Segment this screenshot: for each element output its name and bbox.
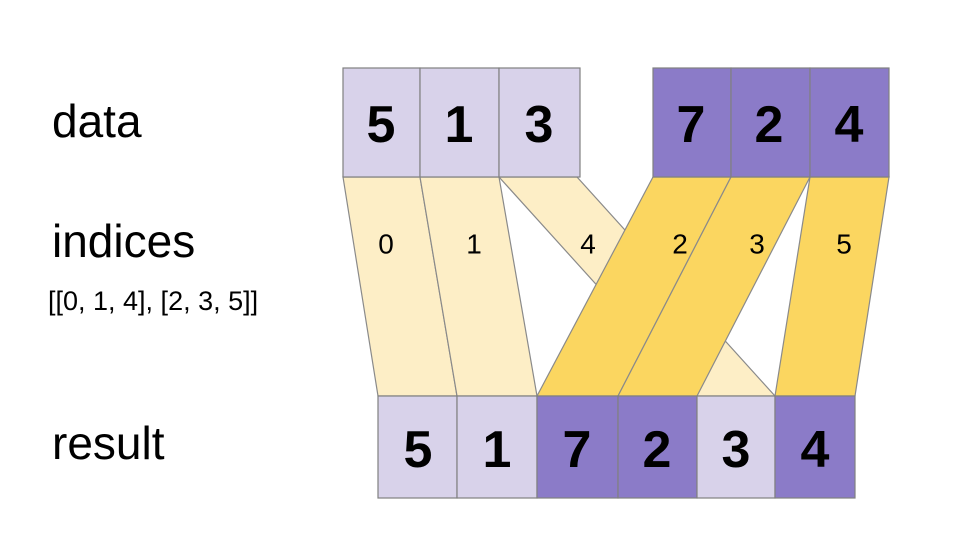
data-cell-value: 5 <box>367 96 396 154</box>
data-cell-1[interactable] <box>419 67 500 178</box>
result-cell-5[interactable] <box>774 395 856 499</box>
result-cell-4[interactable] <box>696 395 776 499</box>
index-label: 0 <box>378 229 394 260</box>
data-cell-5[interactable] <box>809 67 890 178</box>
index-label: 2 <box>672 229 688 260</box>
indices-value-text: [[0, 1, 4], [2, 3, 5]] <box>48 286 259 316</box>
result-cell-value: 1 <box>483 421 512 479</box>
data-cell-value: 2 <box>755 96 784 154</box>
index-labels: 0 1 4 2 3 5 <box>378 229 852 260</box>
index-label: 3 <box>749 229 765 260</box>
result-cell-value: 4 <box>801 421 830 479</box>
data-cell-value: 7 <box>677 96 706 154</box>
result-cell-value: 2 <box>643 421 672 479</box>
index-label: 5 <box>836 229 852 260</box>
row-label-indices: indices <box>52 215 196 267</box>
data-cell-value: 1 <box>445 96 474 154</box>
result-cell-value: 3 <box>722 421 751 479</box>
row-label-result: result <box>52 417 165 469</box>
result-row: 5 1 7 2 3 4 <box>377 395 856 499</box>
result-cell-1[interactable] <box>456 395 538 499</box>
data-row: 5 1 3 7 2 4 <box>342 67 890 178</box>
flow-bands <box>342 176 890 397</box>
row-label-data: data <box>52 95 142 147</box>
data-cell-2[interactable] <box>498 67 581 178</box>
result-cell-0[interactable] <box>377 395 458 499</box>
result-cell-3[interactable] <box>617 395 698 499</box>
result-cell-value: 5 <box>404 421 433 479</box>
result-cell-2[interactable] <box>536 395 619 499</box>
index-label: 4 <box>580 229 596 260</box>
index-label: 1 <box>466 229 482 260</box>
data-cell-value: 4 <box>835 96 864 154</box>
data-cell-0[interactable] <box>342 67 421 178</box>
data-cell-value: 3 <box>525 96 554 154</box>
data-cell-3[interactable] <box>652 67 732 178</box>
result-cell-value: 7 <box>563 421 592 479</box>
